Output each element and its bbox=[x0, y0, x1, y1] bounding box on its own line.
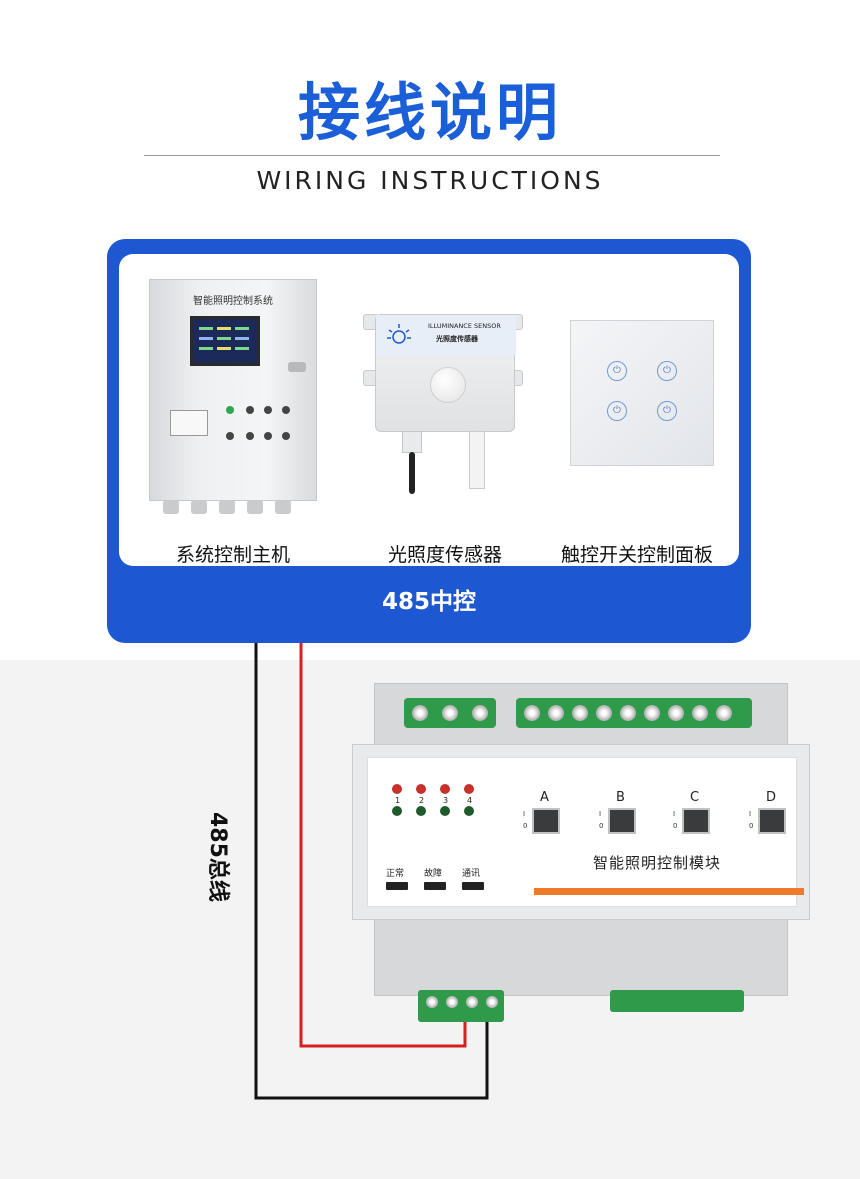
cabinet-button-icon bbox=[246, 432, 254, 440]
sensor-cable bbox=[409, 452, 415, 494]
channel-led-icon bbox=[464, 784, 474, 794]
module-bottom-housing bbox=[374, 918, 788, 996]
terminal-screw-icon bbox=[594, 703, 614, 723]
terminal-screw-icon bbox=[440, 703, 460, 723]
printer-slot bbox=[170, 410, 208, 436]
cabinet-indicator-icon bbox=[226, 406, 234, 414]
power-icon: ⏻ bbox=[607, 401, 627, 421]
status-label-comm: 通讯 bbox=[462, 869, 481, 879]
channel-number: 2 bbox=[419, 796, 425, 805]
sensor-brand-en: ILLUMINANCE SENSOR bbox=[428, 322, 501, 330]
cabinet-cable-glands bbox=[149, 500, 317, 516]
status-indicator bbox=[424, 882, 446, 890]
illuminance-sensor: ILLUMINANCE SENSOR 光照度传感器 bbox=[375, 314, 516, 432]
module-name: 智能照明控制模块 bbox=[593, 854, 722, 872]
touch-switch-panel: ⏻ ⏻ ⏻ ⏻ bbox=[570, 320, 714, 466]
switch-label-d: D bbox=[766, 790, 777, 805]
channel-led-icon bbox=[416, 806, 426, 816]
power-icon: ⏻ bbox=[607, 361, 627, 381]
channel-led-icon bbox=[392, 784, 402, 794]
channel-led-icon bbox=[464, 806, 474, 816]
channel-led-icon bbox=[416, 784, 426, 794]
cabinet-button-icon bbox=[282, 432, 290, 440]
terminal-screw-icon bbox=[570, 703, 590, 723]
cabinet-button-icon bbox=[226, 432, 234, 440]
bus-label: 485总线 bbox=[205, 812, 230, 902]
cabinet-button-icon bbox=[282, 406, 290, 414]
status-indicator bbox=[386, 882, 408, 890]
sensor-dome bbox=[430, 367, 466, 403]
panel-caption: 485中控 bbox=[381, 589, 476, 615]
terminal-screw-icon bbox=[484, 994, 500, 1010]
channel-number: 1 bbox=[395, 796, 401, 805]
status-label-normal: 正常 bbox=[386, 869, 405, 879]
device-label-host: 系统控制主机 bbox=[175, 544, 290, 566]
central-control-panel: 智能照明控制系统 bbox=[107, 239, 751, 643]
status-indicator bbox=[462, 882, 484, 890]
device-label-touch-panel: 触控开关控制面板 bbox=[560, 544, 713, 566]
cabinet-button-icon bbox=[246, 406, 254, 414]
key-lock-icon bbox=[288, 362, 306, 372]
terminal-screw-icon bbox=[522, 703, 542, 723]
device-showcase: 智能照明控制系统 bbox=[119, 254, 739, 566]
terminal-screw-icon bbox=[714, 703, 734, 723]
page-subtitle: WIRING INSTRUCTIONS bbox=[256, 166, 604, 195]
switch-label-c: C bbox=[690, 790, 700, 805]
channel-number: 3 bbox=[443, 796, 449, 805]
channel-switch-a[interactable] bbox=[532, 808, 560, 834]
cabinet-screen bbox=[190, 316, 260, 366]
channel-led-icon bbox=[392, 806, 402, 816]
channel-switch-b[interactable] bbox=[608, 808, 636, 834]
module-accent-bar bbox=[534, 888, 804, 895]
channel-switch-c[interactable] bbox=[682, 808, 710, 834]
status-label-fault: 故障 bbox=[424, 869, 443, 879]
bus-wire-black bbox=[254, 643, 489, 1100]
system-host-cabinet: 智能照明控制系统 bbox=[149, 279, 317, 501]
terminal-screw-icon bbox=[410, 703, 430, 723]
cabinet-title: 智能照明控制系统 bbox=[193, 296, 273, 307]
cabinet-button-icon bbox=[264, 406, 272, 414]
switch-label-a: A bbox=[540, 790, 549, 805]
terminal-screw-icon bbox=[546, 703, 566, 723]
channel-led-icon bbox=[440, 784, 450, 794]
terminal-screw-icon bbox=[618, 703, 638, 723]
sensor-probe bbox=[469, 431, 485, 489]
channel-number: 4 bbox=[467, 796, 473, 805]
terminal-screw-icon bbox=[424, 994, 440, 1010]
bus-wire-red bbox=[299, 643, 467, 1048]
channel-switch-d[interactable] bbox=[758, 808, 786, 834]
page-title: 接线说明 bbox=[297, 76, 562, 149]
terminal-screw-icon bbox=[642, 703, 662, 723]
sensor-label: ILLUMINANCE SENSOR 光照度传感器 bbox=[376, 315, 516, 355]
sensor-brand-cn: 光照度传感器 bbox=[436, 335, 478, 343]
sun-icon bbox=[387, 324, 411, 344]
channel-led-icon bbox=[440, 806, 450, 816]
terminal-screw-icon bbox=[470, 703, 490, 723]
terminal-screw-icon bbox=[666, 703, 686, 723]
title-divider bbox=[144, 155, 720, 156]
terminal-screw-icon bbox=[444, 994, 460, 1010]
switch-label-b: B bbox=[616, 790, 625, 805]
device-label-sensor: 光照度传感器 bbox=[387, 544, 502, 566]
terminal-screw-icon bbox=[690, 703, 710, 723]
cabinet-button-icon bbox=[264, 432, 272, 440]
power-icon: ⏻ bbox=[657, 361, 677, 381]
output-terminal-block bbox=[610, 990, 744, 1012]
power-icon: ⏻ bbox=[657, 401, 677, 421]
terminal-screw-icon bbox=[464, 994, 480, 1010]
